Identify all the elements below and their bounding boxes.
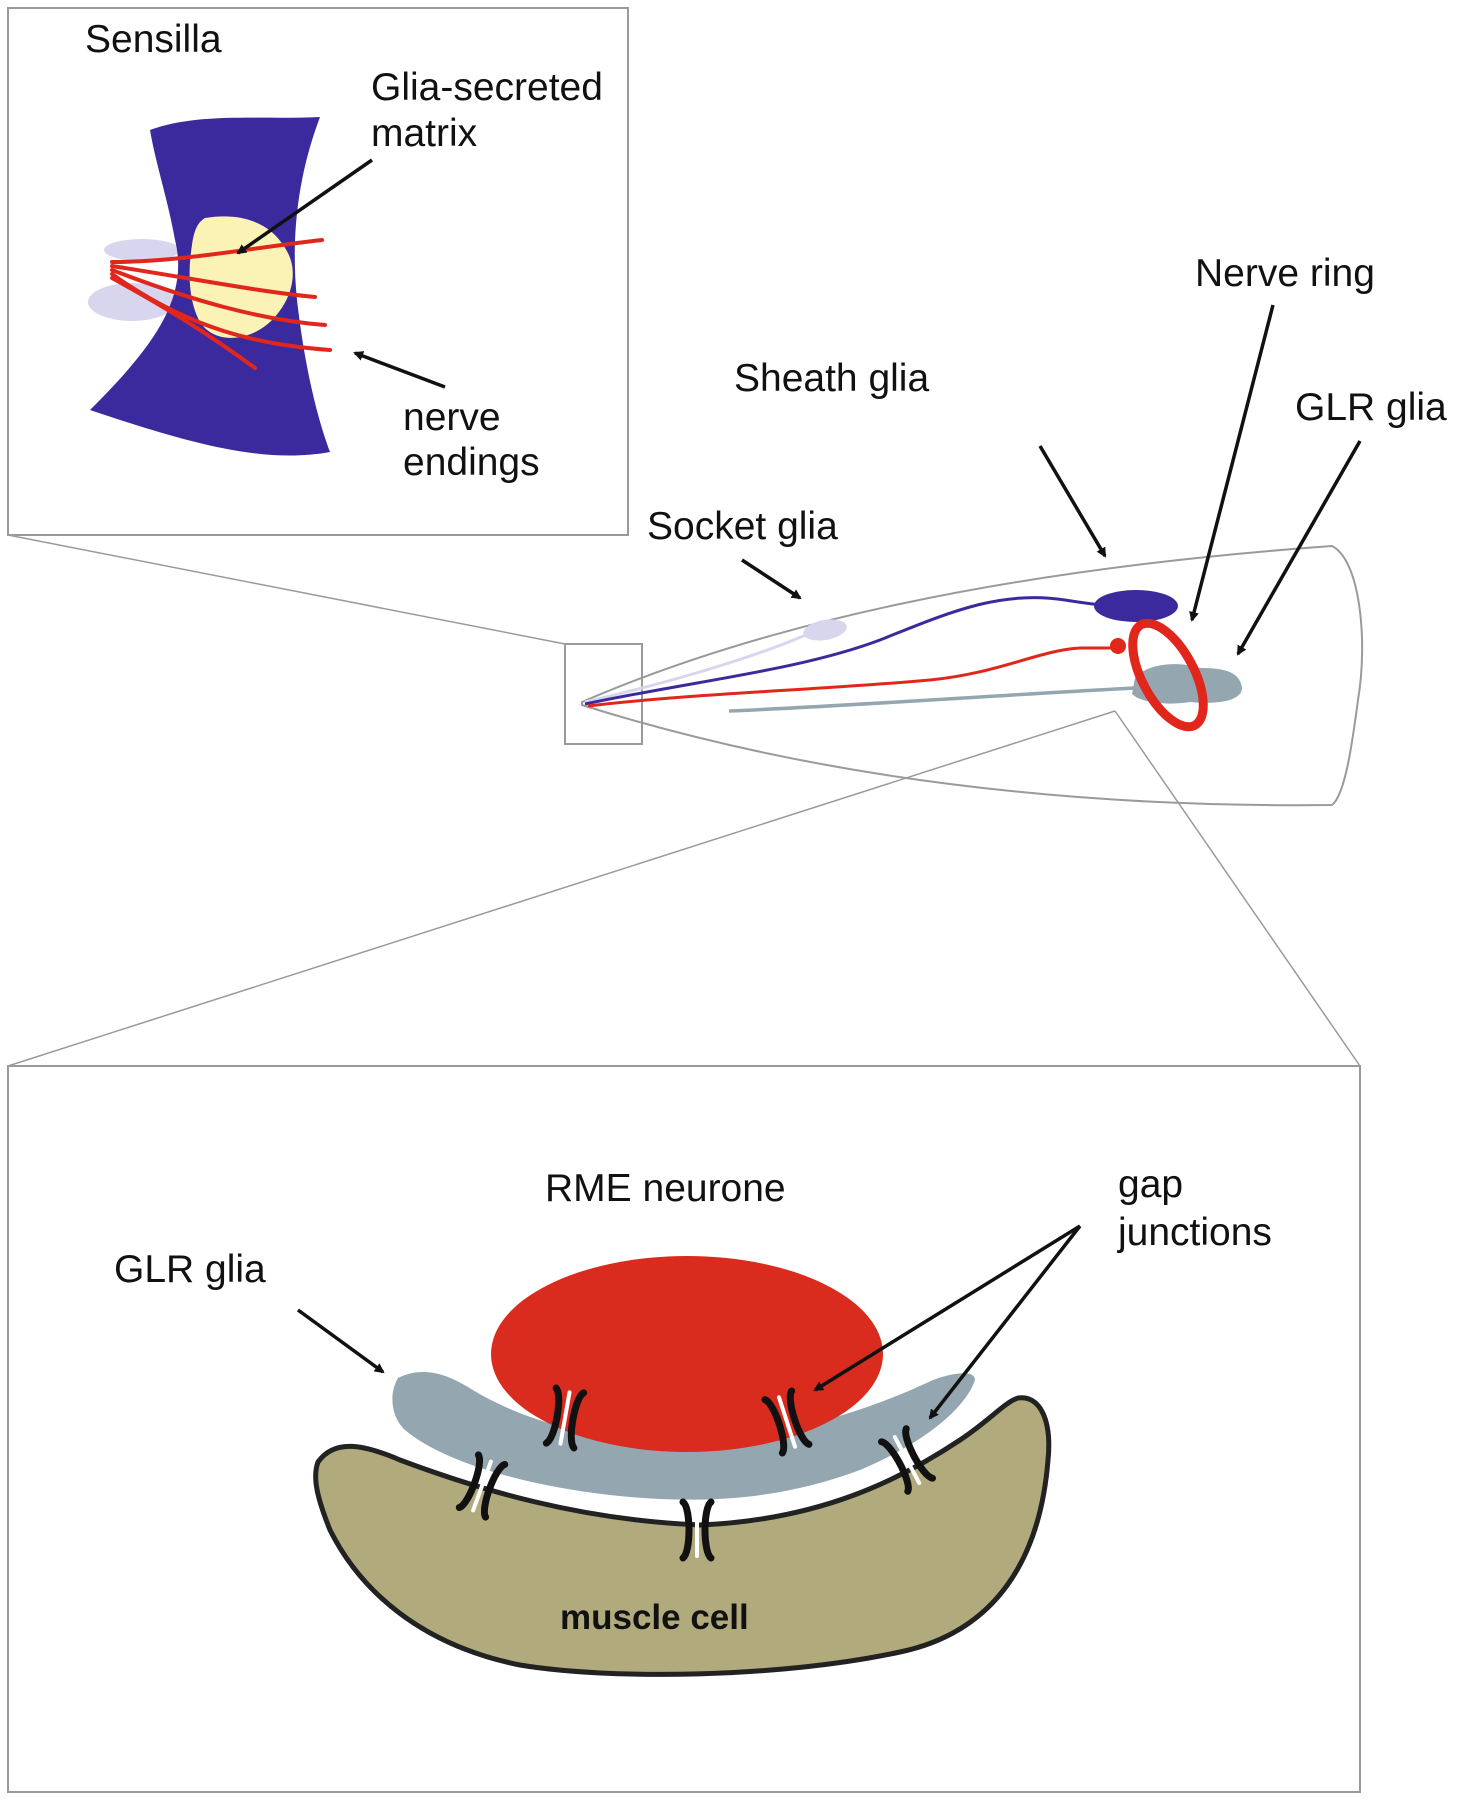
glr-glia-crescent <box>392 1371 975 1500</box>
muscle-cell-shape <box>313 1395 1052 1677</box>
socket-glia-process <box>584 632 809 704</box>
muscle-cell-label: muscle cell <box>560 1598 749 1637</box>
worm-head: Socket glia Sheath glia Nerve ring GLR g… <box>564 252 1447 807</box>
nerve-process <box>587 646 1120 708</box>
rme-inset: RME neurone gap junctions GLR glia muscl… <box>7 1065 1361 1793</box>
glia-secreted-label-2: matrix <box>371 112 478 155</box>
nerve-endings <box>110 238 332 370</box>
glr-glia-process <box>728 686 1136 713</box>
rme-neurone-label: RME neurone <box>545 1167 786 1210</box>
arrow-sheath-glia <box>1038 445 1107 558</box>
sensilla-label: Sensilla <box>85 18 222 61</box>
glr-glia-label-top: GLR glia <box>1295 386 1447 429</box>
sheath-glia-label: Sheath glia <box>734 357 929 400</box>
arrow-gap-junction-1 <box>813 1224 1081 1392</box>
arrow-to-matrix <box>236 158 373 255</box>
gap-junction <box>455 1451 509 1521</box>
arrow-glr-glia-bottom <box>296 1308 385 1374</box>
gap-label-1: gap <box>1118 1163 1183 1206</box>
gap-junction <box>679 1498 715 1562</box>
arrow-gap-junction-2 <box>928 1224 1082 1420</box>
rme-neurone-body <box>491 1256 883 1452</box>
nerve-endings-label-1: nerve <box>403 396 501 439</box>
socket-glia-body <box>803 619 847 641</box>
arrow-socket-glia <box>741 558 802 600</box>
glr-glia-label-bottom: GLR glia <box>114 1248 266 1291</box>
arrow-to-nerve-endings <box>353 351 446 389</box>
nerve-ring-shape <box>1128 618 1208 732</box>
socket-glia-blob <box>104 239 180 261</box>
glia-secreted-label-1: Glia-secreted <box>371 66 603 109</box>
zoom-connectors <box>7 534 1361 1067</box>
sheath-glia-process <box>584 596 1106 706</box>
nerve-ring-label: Nerve ring <box>1195 252 1375 295</box>
sheath-glia-body <box>1094 590 1178 622</box>
arrow-glr-glia-top <box>1236 440 1362 656</box>
gap-label-2: junctions <box>1117 1211 1272 1254</box>
socket-glia-label: Socket glia <box>647 505 838 548</box>
gap-junctions <box>455 1384 937 1562</box>
sensilla-inset: Sensilla Glia-secreted matrix nerve endi… <box>7 7 629 536</box>
worm-body-outline <box>581 544 1364 807</box>
gap-junction <box>542 1384 588 1452</box>
nerve-cell-body <box>1110 638 1126 654</box>
arrow-nerve-ring <box>1189 304 1275 622</box>
gap-junction <box>761 1387 813 1457</box>
nerve-endings-label-2: endings <box>403 441 540 484</box>
socket-glia-blob <box>88 283 176 321</box>
glr-glia-body <box>1132 664 1242 704</box>
gap-junction <box>877 1425 937 1495</box>
